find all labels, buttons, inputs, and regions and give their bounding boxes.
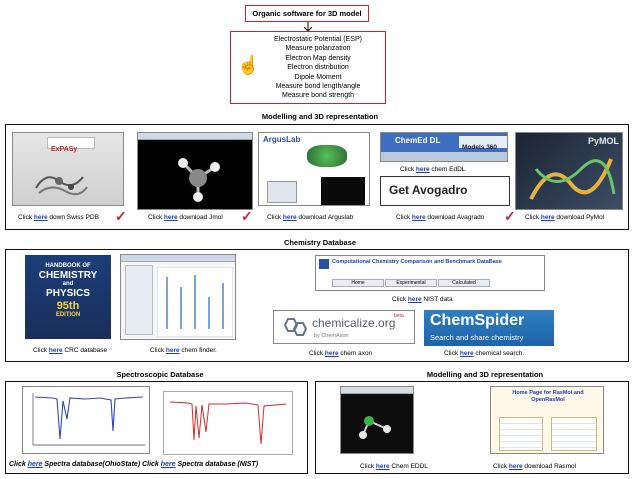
chemaxon-caption: Click here chem axon [309,350,373,357]
chemaxon-link[interactable]: here [324,350,339,357]
section4-title: Modelling and 3D representation [426,370,544,379]
chemfinder-link[interactable]: here [165,347,180,354]
avogadro-caption: Click here download Avagrado [396,214,485,221]
jmol-caption: Click here download Jmol [148,214,223,221]
protein-structure-icon [35,176,88,196]
nist-nav-item[interactable]: Calculated [438,279,490,287]
chemspider-caption: Click here chemical search. [444,350,525,357]
expasy-logo: ExPASy [47,137,95,153]
swisspdb-caption: Click here down Swiss PDB [18,214,99,221]
spectra-caption: Click here Spectra database(OhioState) C… [9,461,259,468]
avogadro-link[interactable]: here [411,214,426,221]
swisspdb-thumb[interactable]: ExPASy [12,132,124,206]
swisspdb-link[interactable]: here [33,214,48,221]
property-item: Electrostatic Potential (ESP) [274,36,362,43]
property-item: Electron Map density [285,54,351,62]
pymol-link[interactable]: here [540,214,555,221]
chemfinder-chart [157,267,233,337]
jmol-thumb[interactable] [137,132,253,210]
book-cover-line: PHYSICS [46,288,90,300]
chemicalize-logo: chemicalize.org [312,316,396,330]
property-item: Dipole Moment [294,73,342,81]
rasmol-thumb[interactable]: Home Page for RasMol and OpenRasMol [490,386,604,454]
nist-thumb[interactable]: Computational Chemistry Comparison and B… [315,255,545,291]
header-title: Organic software for 3D model [252,9,362,18]
molecule-icon [178,158,220,202]
avogadro-thumb[interactable]: Get Avogadro [380,176,510,206]
section1-title: Modelling and 3D representation [261,112,379,121]
section3-title: Spectroscopic Database [116,370,204,379]
nist-logo [319,259,329,269]
chemfinder-thumb[interactable] [120,254,236,340]
pointing-hand-icon: ☝ [237,55,260,75]
arguslab-shot [321,177,365,205]
property-item: Measure bond strength [282,92,354,100]
beta-badge: beta [394,313,404,319]
arguslab-shot-2 [267,181,297,203]
check-icon: ✓ [504,208,516,224]
chemspider-tagline: Search and share chemistry [430,333,524,342]
book-cover-line: HANDBOOK OF [45,263,91,269]
chem-eddl-caption: Click here Chem EDDL [360,463,428,470]
book-cover-line: 95th [56,299,80,312]
molecule-icon [359,416,391,439]
book-cover-line: EDITION [55,312,81,319]
chemicalize-thumb[interactable]: chemicalize.org beta by ChemAxon [273,310,415,344]
pymol-thumb[interactable]: PyMOL [515,132,623,210]
properties-box: Electrostatic Potential (ESP) Measure pol… [230,31,386,104]
check-icon: ✓ [241,208,253,224]
book-cover-line: CHEMISTRY [38,269,98,281]
section2-title: Chemistry Database [283,238,357,247]
spectrum-plot-blue [32,393,145,446]
chemeddl-viewer-thumb[interactable] [340,386,414,454]
models360-badge: Models 360 [459,136,507,151]
crc-caption: Click here CRC database [33,347,108,354]
ohiostate-spectrum-thumb[interactable] [22,386,150,454]
arguslab-logo: ArgusLab [263,135,301,144]
chemspider-link[interactable]: here [459,350,474,357]
ohiostate-link[interactable]: here [27,461,43,468]
nist-nav-item[interactable]: Home [332,279,384,287]
pymol-logo: PyMOL [588,136,620,146]
nist-heading: Computational Chemistry Comparison and B… [332,259,502,265]
pymol-caption: Click here download PyMol [525,214,605,221]
jmol-link[interactable]: here [163,214,178,221]
arguslab-link[interactable]: here [282,214,297,221]
chemeddl-caption: Click here chem EdDL [400,166,466,173]
rasmol-link[interactable]: here [508,463,523,470]
property-item: Electron distribution [287,64,349,72]
rasmol-page-title: Home Page for RasMol and OpenRasMol [512,390,584,403]
chemspider-logo: ChemSpider [430,312,525,329]
rasmol-caption: Click here download Rasmol [493,463,577,470]
header-title-box: Organic software for 3D model [245,5,369,22]
nist-link[interactable]: here [407,296,422,303]
protein-ribbon-icon [529,158,616,200]
nist-spectrum-thumb[interactable] [163,391,293,455]
property-item: Measure bond length/angle [275,83,361,91]
nist-spectra-link[interactable]: here [160,461,176,468]
arguslab-mol-image [307,145,347,167]
chemed-logo: ChemEd DL [395,136,441,145]
crc-link[interactable]: here [48,347,63,354]
arguslab-thumb[interactable]: ArgusLab [258,132,370,206]
chemspider-thumb[interactable]: ChemSpider Search and share chemistry [424,310,554,346]
check-icon: ✓ [115,208,127,224]
book-cover-line: and [62,281,74,288]
chemaxon-byline: by ChemAxon [314,333,349,339]
chem-eddl-link[interactable]: here [375,463,390,470]
hexagon-icon [283,318,308,336]
chemeddl-thumb[interactable]: ChemEd DL Models 360 [380,132,508,162]
nist-nav-item[interactable]: Experimental [385,279,437,287]
arguslab-caption: Click here download Arguslab [267,214,354,221]
property-item: Measure polarization [285,45,351,53]
properties-list: Electrostatic Potential (ESP) Measure pol… [231,32,385,101]
avogadro-logo: Get Avogadro [389,183,468,197]
spectrum-plot-red [169,401,287,445]
chemeddl-link[interactable]: here [415,166,430,173]
nist-caption: Click here NIST data [392,296,453,303]
nist-nav: HomeExperimentalCalculatedComparisonsRes… [332,271,542,290]
chemfinder-caption: Click here chem finder. [150,347,217,354]
